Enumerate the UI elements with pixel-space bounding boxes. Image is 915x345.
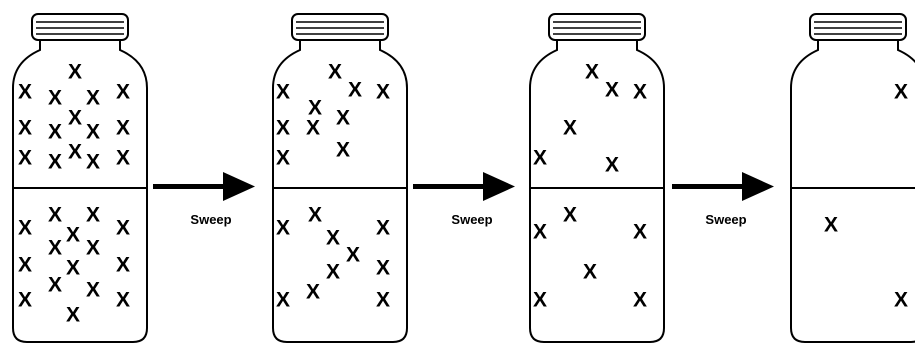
particle-lower: X bbox=[85, 203, 101, 227]
particle-upper: X bbox=[327, 60, 343, 84]
particle-lower: X bbox=[65, 256, 81, 280]
particle-upper: X bbox=[17, 116, 33, 140]
particle-lower: X bbox=[115, 216, 131, 240]
sweep-label: Sweep bbox=[451, 212, 493, 227]
particle-upper: X bbox=[67, 140, 83, 164]
particle-upper: X bbox=[85, 86, 101, 110]
sweep-arrow-2 bbox=[413, 172, 515, 201]
particle-upper: X bbox=[305, 116, 321, 140]
particle-upper: X bbox=[67, 106, 83, 130]
particle-upper: X bbox=[584, 60, 600, 84]
particle-upper: X bbox=[375, 80, 391, 104]
bottle-outline bbox=[529, 13, 665, 343]
particle-upper: X bbox=[562, 116, 578, 140]
particle-lower: X bbox=[532, 288, 548, 312]
particle-lower: X bbox=[47, 273, 63, 297]
particle-lower: X bbox=[375, 256, 391, 280]
arrow-shaft bbox=[153, 184, 225, 189]
particle-lower: X bbox=[65, 223, 81, 247]
arrow-shaft bbox=[672, 184, 744, 189]
bottle-cap bbox=[31, 13, 129, 41]
particle-lower: X bbox=[85, 236, 101, 260]
particle-lower: X bbox=[632, 220, 648, 244]
particle-lower: X bbox=[375, 216, 391, 240]
particle-upper: X bbox=[275, 146, 291, 170]
particle-lower: X bbox=[115, 253, 131, 277]
bottle-cap bbox=[809, 13, 907, 41]
bottle-body bbox=[272, 40, 408, 343]
particle-upper: X bbox=[632, 80, 648, 104]
particle-lower: X bbox=[275, 288, 291, 312]
bottle-body bbox=[790, 40, 915, 343]
particle-lower: X bbox=[345, 243, 361, 267]
sweep-label: Sweep bbox=[705, 212, 747, 227]
bottle-cap bbox=[548, 13, 646, 41]
particle-upper: X bbox=[85, 150, 101, 174]
particle-upper: X bbox=[67, 60, 83, 84]
arrow-head bbox=[742, 172, 774, 201]
arrow-head bbox=[483, 172, 515, 201]
particle-lower: X bbox=[375, 288, 391, 312]
particle-lower: X bbox=[17, 288, 33, 312]
particle-upper: X bbox=[275, 80, 291, 104]
particle-lower: X bbox=[47, 236, 63, 260]
particle-lower: X bbox=[325, 226, 341, 250]
particle-upper: X bbox=[532, 146, 548, 170]
particle-lower: X bbox=[307, 203, 323, 227]
particle-upper: X bbox=[17, 146, 33, 170]
bottle-4: X X X bbox=[783, 10, 915, 345]
particle-upper: X bbox=[47, 120, 63, 144]
particle-lower: X bbox=[823, 213, 839, 237]
particle-lower: X bbox=[65, 303, 81, 327]
particle-upper: X bbox=[47, 150, 63, 174]
particle-lower: X bbox=[115, 288, 131, 312]
bottle-outline bbox=[790, 13, 915, 343]
particle-upper: X bbox=[307, 96, 323, 120]
particle-lower: X bbox=[305, 280, 321, 304]
sweep-label: Sweep bbox=[190, 212, 232, 227]
particle-lower: X bbox=[532, 220, 548, 244]
particle-upper: X bbox=[47, 86, 63, 110]
bottle-cap bbox=[291, 13, 389, 41]
bottle-outline bbox=[272, 13, 408, 343]
bottle-body bbox=[12, 40, 148, 343]
sweep-arrow-3 bbox=[672, 172, 774, 201]
particle-lower: X bbox=[17, 216, 33, 240]
particle-upper: X bbox=[115, 146, 131, 170]
particle-lower: X bbox=[17, 253, 33, 277]
particle-lower: X bbox=[893, 288, 909, 312]
particle-lower: X bbox=[47, 203, 63, 227]
particle-lower: X bbox=[325, 260, 341, 284]
particle-lower: X bbox=[562, 203, 578, 227]
particle-lower: X bbox=[85, 278, 101, 302]
bottle-outline bbox=[12, 13, 148, 343]
arrow-head bbox=[223, 172, 255, 201]
particle-upper: X bbox=[335, 106, 351, 130]
particle-upper: X bbox=[335, 138, 351, 162]
particle-lower: X bbox=[582, 260, 598, 284]
particle-upper: X bbox=[115, 116, 131, 140]
particle-upper: X bbox=[893, 80, 909, 104]
particle-upper: X bbox=[604, 153, 620, 177]
particle-lower: X bbox=[275, 216, 291, 240]
particle-upper: X bbox=[275, 116, 291, 140]
particle-upper: X bbox=[17, 80, 33, 104]
bottle-body bbox=[529, 40, 665, 343]
particle-upper: X bbox=[604, 78, 620, 102]
particle-lower: X bbox=[632, 288, 648, 312]
particle-upper: X bbox=[115, 80, 131, 104]
particle-upper: X bbox=[347, 78, 363, 102]
particle-upper: X bbox=[85, 120, 101, 144]
arrow-shaft bbox=[413, 184, 485, 189]
sweep-arrow-1 bbox=[153, 172, 255, 201]
